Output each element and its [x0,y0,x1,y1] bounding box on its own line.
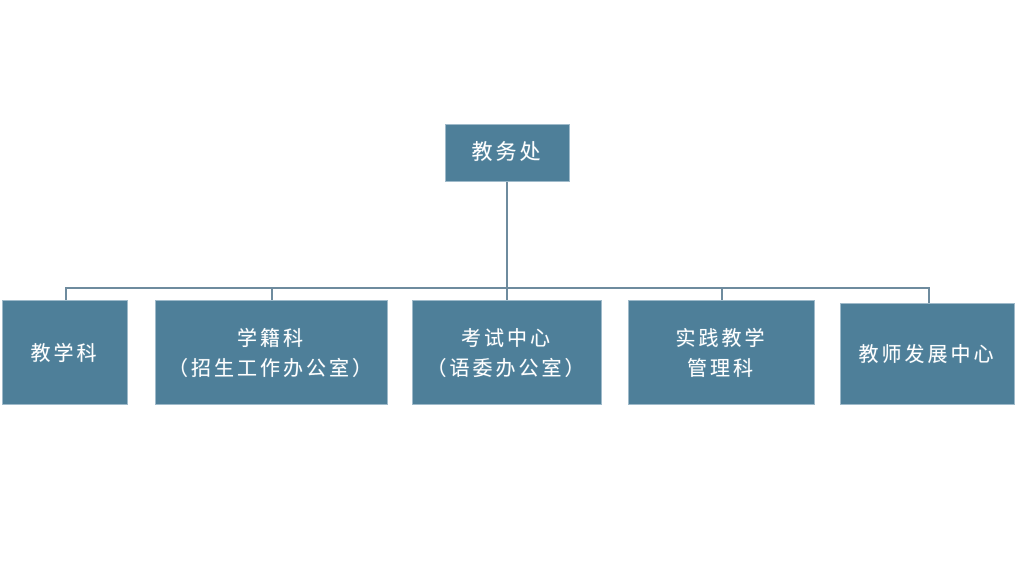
connector-drop-实践教学管理科 [721,287,723,301]
connector-drop-学籍科 [271,287,273,301]
org-node-child-4-line-1: 教师发展中心 [858,342,997,366]
org-node-child-1-line-1: 学籍科 [237,325,306,350]
org-node-child-3-line-1: 实践教学 [675,325,768,350]
org-node-child-2-line-1: 考试中心 [461,325,553,350]
org-node-root-line-1: 教务处 [471,140,544,165]
org-node-root: 教务处 [445,124,570,182]
connector-drop-考试中心 [506,287,508,301]
connector-drop-教学科 [65,287,67,301]
org-node-child-1: 学籍科 （招生工作办公室） [155,300,388,405]
org-node-child-4: 教师发展中心 [840,303,1015,405]
connector-trunk-vertical [506,182,508,288]
connector-drop-教师发展中心 [928,287,930,304]
org-node-child-0-line-1: 教学科 [30,340,100,365]
org-node-child-1-line-2: （招生工作办公室） [168,355,375,380]
org-node-child-3: 实践教学 管理科 [628,300,815,405]
org-node-child-2: 考试中心 （语委办公室） [412,300,602,405]
connector-horizontal-bus [65,287,930,289]
org-node-child-3-line-2: 管理科 [687,355,756,380]
org-node-child-0: 教学科 [2,300,128,405]
org-node-child-2-line-2: （语委办公室） [426,355,588,380]
